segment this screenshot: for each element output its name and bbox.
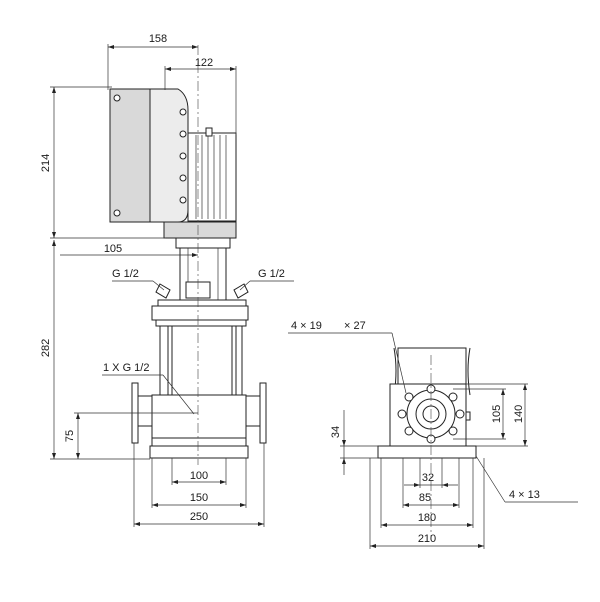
dimension-210: 210 [418,533,436,545]
lifting-lug [205,127,213,137]
bolt-hole-icon [455,409,465,419]
bolt-hole-icon [397,409,407,419]
screw-icon [179,174,187,182]
dimension-122: 122 [195,57,213,69]
pump-head [151,305,249,321]
dimension-158: 158 [149,33,167,45]
dimension-150: 150 [190,492,208,504]
side-dimensions: 4 × 19 × 27 34 105 140 32 [288,320,578,549]
dimension-100: 100 [190,470,208,482]
label-gauge-right: G 1/2 [258,268,285,280]
label-gauge-left: G 1/2 [112,268,139,280]
dimension-250: 250 [190,511,208,523]
front-dimensions: 158 122 214 105 282 75 [40,33,294,527]
dimension-105-flange: 105 [491,405,503,423]
dimension-140: 140 [513,405,525,423]
fin-lines [195,135,227,219]
pump-base [131,382,267,459]
dimension-32: 32 [422,472,434,484]
motor-cooling-fins [187,132,237,222]
side-view [377,347,477,540]
screw-icon [179,130,187,138]
label-drain-plug: 1 X G 1/2 [103,362,149,374]
motor [109,88,237,223]
dimension-34: 34 [330,426,342,438]
label-bolt-holes: 4 × 19 [291,320,322,332]
dimension-75: 75 [64,430,76,442]
gauge-port-right [233,283,249,299]
screw-icon [179,196,187,204]
screw-icon [113,94,121,102]
bolt-hole-icon [448,426,458,436]
screw-icon [113,209,121,217]
gauge-port-left [155,283,171,299]
motor-stool [155,221,249,307]
bolt-hole-icon [404,392,414,402]
dimension-180: 180 [418,512,436,524]
dimension-214: 214 [40,154,52,172]
bolt-hole-icon [404,426,414,436]
screw-icon [179,108,187,116]
dimension-85: 85 [419,492,431,504]
label-bolt-holes-depth: × 27 [344,320,366,332]
screw-icon [179,152,187,160]
bolt-hole-icon [448,392,458,402]
dimension-105-offset: 105 [104,243,122,255]
front-view [109,45,267,465]
side-base-plate [377,445,477,459]
dimension-282: 282 [40,339,52,357]
label-mount-holes: 4 × 13 [509,489,540,501]
